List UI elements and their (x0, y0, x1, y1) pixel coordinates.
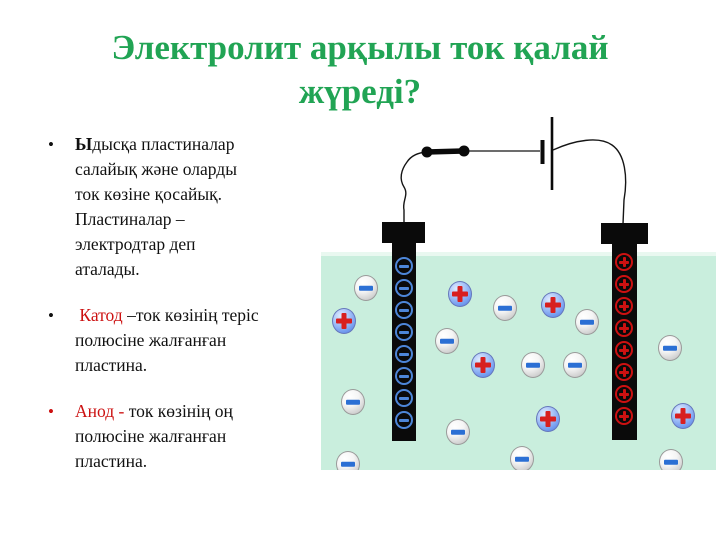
negative-ion (658, 335, 682, 361)
cathode-minus-symbol (394, 411, 413, 429)
anode-plate (612, 244, 637, 440)
anode-plus-symbol (615, 363, 633, 381)
negative-ion (510, 446, 534, 470)
negative-ion (336, 451, 360, 470)
bullet-line: Пластиналар – (75, 209, 185, 229)
bullet-line: Анод - ток көзінің оң (75, 401, 233, 421)
bullet-line: Ыдысқа пластиналар (75, 134, 235, 154)
electrolyte-liquid (321, 252, 716, 470)
negative-ion (521, 352, 545, 378)
bullet-line: ток көзіне қосайық. (75, 184, 223, 204)
slide-title-line2: жүреді? (298, 72, 422, 111)
slide-title-line1: Электролит арқылы ток қалай (111, 28, 609, 67)
anode-plus-symbol (615, 275, 633, 293)
switch-contact-left (421, 146, 433, 158)
bullet-line: полюсіне жалғанған (75, 330, 227, 350)
anode-plus-symbol (615, 297, 633, 315)
switch-contact-right (458, 145, 470, 157)
anode-plus-symbol (615, 341, 633, 359)
cathode-plate (392, 243, 416, 441)
negative-ion (354, 275, 378, 301)
anode-plus-symbol (615, 319, 633, 337)
left-wire (400, 151, 428, 223)
bullet-marker: • (48, 135, 54, 154)
negative-ion (435, 328, 459, 354)
bullet-line: полюсіне жалғанған (75, 426, 227, 446)
positive-ion (448, 281, 472, 307)
positive-ion (671, 403, 695, 429)
bullet-line: пластина. (75, 355, 148, 375)
negative-ion (659, 449, 683, 470)
positive-ion (541, 292, 565, 318)
positive-ion (536, 406, 560, 432)
cathode-minus-symbol (394, 323, 413, 341)
negative-ion (563, 352, 587, 378)
bullet-marker: • (48, 306, 54, 325)
bullet-line: электродтар деп (75, 234, 196, 254)
switch-bar (426, 148, 464, 155)
positive-ion (471, 352, 495, 378)
right-wire (552, 139, 627, 225)
cathode-minus-symbol (394, 301, 413, 319)
anode-plus-symbol (615, 385, 633, 403)
anode-plus-symbol (615, 253, 633, 271)
cathode-minus-symbol (394, 389, 413, 407)
bullet-line: салайық және оларды (75, 159, 237, 179)
bullet-text: Ыдысқа пластиналар салайық және оларды ток… (75, 132, 310, 282)
slide-title: Электролит арқылы ток қалай жүреді? (0, 26, 720, 114)
bullet-text: Анод - ток көзінің оң полюсіне жалғанған п… (75, 399, 310, 474)
negative-ion (493, 295, 517, 321)
bullet-list: • Ыдысқа пластиналар салайық және оларды то… (40, 132, 310, 495)
bullet-marker: • (48, 402, 54, 421)
bullet-item: • Катод –ток көзінің теріс полюсіне жалға… (40, 303, 310, 378)
bullet-line: Катод –ток көзінің теріс (75, 305, 259, 325)
cathode-minus-symbol (394, 279, 413, 297)
bullet-text: Катод –ток көзінің теріс полюсіне жалғанғ… (75, 303, 310, 378)
bullet-item: • Анод - ток көзінің оң полюсіне жалғанған… (40, 399, 310, 474)
cathode-minus-symbol (394, 345, 413, 363)
bullet-line: пластина. (75, 451, 148, 471)
negative-ion (446, 419, 470, 445)
bullet-item: • Ыдысқа пластиналар салайық және оларды то… (40, 132, 310, 282)
cathode-minus-symbol (394, 367, 413, 385)
anode-plus-symbol (615, 407, 633, 425)
cathode-cap (382, 222, 425, 243)
positive-ion (332, 308, 356, 334)
negative-ion (575, 309, 599, 335)
cathode-minus-symbol (394, 257, 413, 275)
anode-cap (601, 223, 648, 244)
negative-ion (341, 389, 365, 415)
liquid-surface (321, 252, 716, 256)
bullet-line: аталады. (75, 259, 140, 279)
